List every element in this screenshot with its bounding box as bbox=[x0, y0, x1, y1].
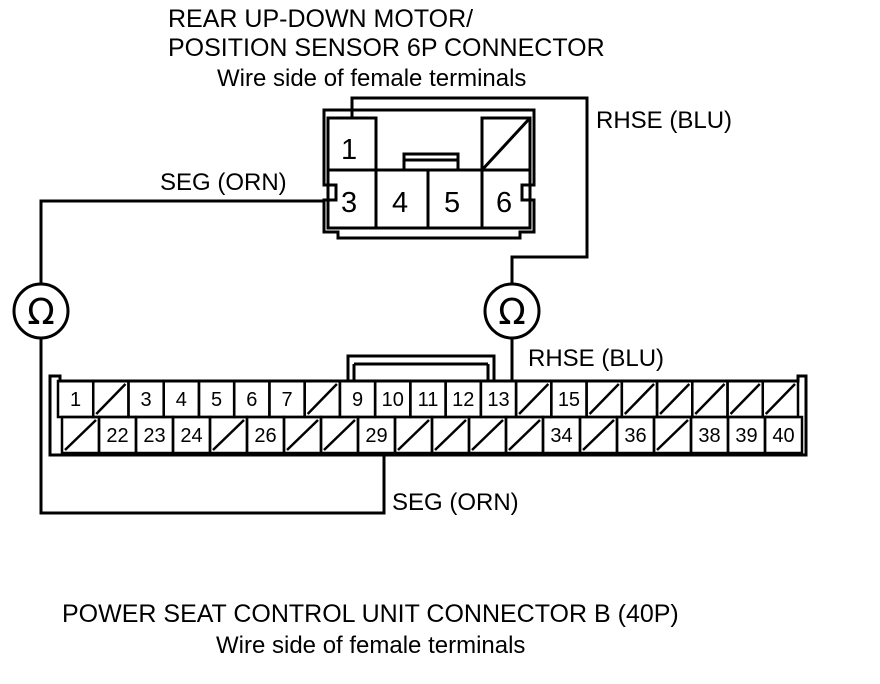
terminal-number: 3 bbox=[141, 389, 152, 411]
cavity-label-4: 4 bbox=[392, 187, 408, 219]
terminal-blank-mark bbox=[729, 383, 761, 415]
cavity-label-3: 3 bbox=[341, 187, 357, 219]
rhse-bottom-label: RHSE (BLU) bbox=[528, 345, 664, 372]
cavity-label-6: 6 bbox=[496, 187, 512, 219]
terminal-number: 36 bbox=[624, 425, 646, 447]
terminal-blank-mark bbox=[64, 419, 97, 451]
cavity-2-blank-mark bbox=[480, 116, 532, 172]
terminal-number: 23 bbox=[143, 425, 165, 447]
top-connector-subtitle: Wire side of female terminals bbox=[217, 65, 526, 92]
ohmmeter-icon bbox=[483, 282, 541, 340]
terminal-number: 9 bbox=[352, 389, 363, 411]
top-6p-connector: 1 3 4 5 6 bbox=[322, 108, 536, 240]
rhse-wire-top bbox=[350, 96, 589, 284]
ohmmeter-icon bbox=[12, 282, 70, 340]
terminal-blank-mark bbox=[286, 419, 319, 451]
ohmmeter-left: Ω bbox=[12, 282, 70, 340]
terminal-number: 15 bbox=[558, 389, 580, 411]
cavity-label-5: 5 bbox=[444, 187, 460, 219]
terminal-number: 22 bbox=[106, 425, 128, 447]
terminal-number: 24 bbox=[180, 425, 202, 447]
terminal-blank-mark bbox=[471, 419, 504, 451]
terminal-number: 40 bbox=[772, 425, 794, 447]
ohm-symbol-left: Ω bbox=[27, 292, 55, 333]
terminal-number: 12 bbox=[452, 389, 474, 411]
terminal-number: 38 bbox=[698, 425, 720, 447]
terminal-blank-mark bbox=[656, 419, 689, 451]
terminal-blank-mark bbox=[434, 419, 467, 451]
terminal-number: 1 bbox=[70, 389, 81, 411]
terminal-number: 26 bbox=[254, 425, 276, 447]
terminal-number: 7 bbox=[281, 389, 292, 411]
seg-wire-bottom bbox=[39, 338, 386, 515]
terminal-blank-mark bbox=[508, 419, 541, 451]
terminal-number: 5 bbox=[211, 389, 222, 411]
top-connector-cavities bbox=[326, 116, 532, 230]
terminal-blank-mark bbox=[212, 419, 245, 451]
bottom-connector-title: POWER SEAT CONTROL UNIT CONNECTOR B (40P… bbox=[62, 600, 679, 628]
terminal-cell bbox=[763, 415, 804, 455]
terminal-number: 13 bbox=[487, 389, 509, 411]
terminal-blank-mark bbox=[694, 383, 726, 415]
terminal-blank-mark bbox=[95, 383, 127, 415]
terminal-blank-mark bbox=[659, 383, 691, 415]
terminal-blank-mark bbox=[588, 383, 620, 415]
seg-bottom-label: SEG (ORN) bbox=[392, 489, 519, 516]
terminal-blank-mark bbox=[518, 383, 550, 415]
top-connector-title-line2: POSITION SENSOR 6P CONNECTOR bbox=[168, 34, 605, 62]
ohm-symbol-right: Ω bbox=[498, 292, 526, 333]
terminal-number: 11 bbox=[418, 389, 439, 411]
cavity-label-1: 1 bbox=[341, 134, 357, 166]
terminal-number: 6 bbox=[246, 389, 257, 411]
terminal-blank-mark bbox=[623, 383, 655, 415]
cavity-6 bbox=[480, 168, 532, 230]
terminal-blank-mark bbox=[323, 419, 356, 451]
terminal-blank-mark bbox=[397, 419, 430, 451]
rhse-top-label: RHSE (BLU) bbox=[596, 107, 732, 134]
top-connector-latch bbox=[402, 152, 460, 170]
terminal-number: 39 bbox=[735, 425, 757, 447]
bottom-connector-subtitle: Wire side of female terminals bbox=[216, 632, 525, 659]
terminal-number: 10 bbox=[382, 389, 404, 411]
terminal-blank-mark bbox=[582, 419, 615, 451]
seg-top-label: SEG (ORN) bbox=[160, 169, 287, 196]
bottom-terminal-row: 22 23 24 26 29 34 36 38 39 40 bbox=[60, 415, 804, 455]
terminal-number: 29 bbox=[365, 425, 387, 447]
seg-wire-top bbox=[39, 199, 324, 284]
top-connector-title-line1: REAR UP-DOWN MOTOR/ bbox=[168, 5, 473, 33]
terminal-number: 34 bbox=[550, 425, 572, 447]
terminal-number: 4 bbox=[176, 389, 187, 411]
terminal-blank-mark bbox=[764, 383, 796, 415]
terminal-blank-mark bbox=[306, 383, 338, 415]
ohmmeter-right: Ω bbox=[483, 282, 541, 340]
bottom-connector-latch bbox=[346, 354, 496, 381]
